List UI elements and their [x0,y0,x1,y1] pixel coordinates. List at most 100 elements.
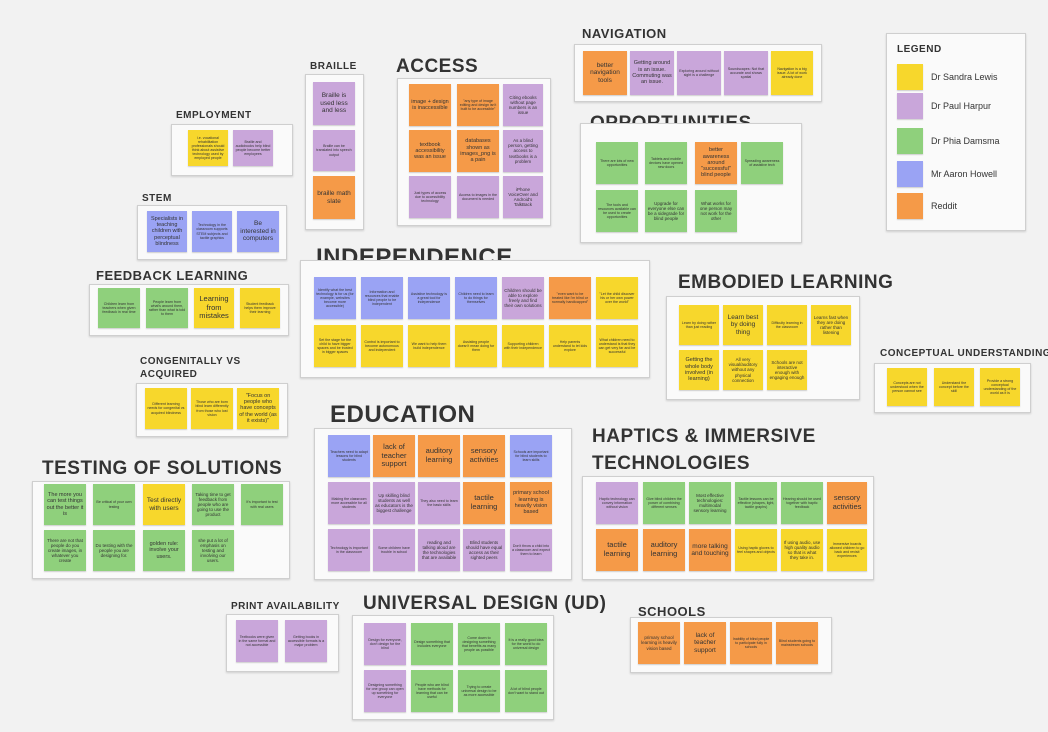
sticky-note: Teachers need to adapt lessons for blind… [328,435,370,477]
legend-item-phia: Dr Phia Damsma [897,128,1000,154]
sticky-note: There are not that people do you create … [44,530,86,571]
sticky-note: They also need to learn the basic skills [418,482,460,524]
sticky-note: lack of teacher support [684,622,726,664]
sticky-note: Soundscapes: Not that accurate and shows… [724,51,768,95]
sticky-note: golden rule: involve your users. [143,530,185,571]
sticky-note: As a blind person, getting access to tex… [503,130,543,172]
cluster-title-navigation: NAVIGATION [582,26,667,41]
legend-item-reddit: Reddit [897,193,957,219]
sticky-note: Children learn from teachers when given … [98,288,140,328]
sticky-note: All very visual/auditory without any phy… [723,350,763,390]
sticky-note: Braille and audiobooks help blind people… [233,130,273,166]
sticky-note: Learning from mistakes [194,288,234,328]
sticky-note: Navigation is a big issue. A lot of work… [771,51,813,95]
legend-swatch-yellow [897,64,923,90]
sticky-note: Understand the concept before the skill [934,368,974,406]
cluster-title-feedback: FEEDBACK LEARNING [96,268,249,283]
legend-title: LEGEND [897,44,942,55]
sticky-note: auditory learning [643,529,685,571]
cluster-title-embodied: EMBODIED LEARNING [678,272,894,293]
haptics-title-text: HAPTICS & IMMERSIVE TECHNOLOGIES [592,426,816,474]
cluster-title-haptics: HAPTICS & IMMERSIVE TECHNOLOGIES [592,423,842,477]
sticky-note: primary school learning is heavily visio… [638,622,680,664]
sticky-note: Student feedback helps them improve thei… [240,288,280,328]
sticky-note: Test directly with users [143,484,185,525]
sticky-note: iPhone VoiceOver and Android's TalkBack [503,176,543,218]
sticky-note: Give blind children the power of combini… [643,482,685,524]
sticky-note: Don't throw a child into a classroom and… [510,529,552,571]
sticky-note: Braille is used less and less [313,82,355,125]
sticky-note: databases shown as images_png is a pain [457,130,499,172]
legend-label: Dr Phia Damsma [931,136,1000,146]
sticky-note: Control is important to become autonomou… [361,325,403,367]
sticky-note: Set the stage for the child to have bigg… [314,325,356,367]
sticky-note: A lot of blind people don't want to stan… [505,670,547,712]
sticky-note: Textbooks were given in the same format … [236,620,278,662]
sticky-note: Information and resources that enable bl… [361,277,403,319]
sticky-note: Assistive technology is a great tool for… [408,277,450,319]
sticky-note: tactile learning [596,529,638,571]
sticky-note: The more you can test things out the bet… [44,484,86,525]
sticky-note: It's important to test with real users [241,484,283,525]
sticky-note: Upgrade for everyone else can be a sideg… [645,190,687,232]
legend-swatch-blue [897,161,923,187]
cluster-title-employment: EMPLOYMENT [176,110,252,121]
sticky-note: Specialists in teaching children with pe… [147,211,187,252]
legend-panel: LEGEND Dr Sandra Lewis Dr Paul Harpur Dr… [886,33,1026,231]
legend-swatch-green [897,128,923,154]
sticky-note: Getting around is an issue. Commuting wa… [630,51,674,95]
sticky-note: Most effective technologies: multimodal … [689,482,731,524]
sticky-note: Design something that includes everyone [411,623,453,665]
sticky-note: Identify what the best technology is for… [314,277,356,319]
sticky-note: Different learning needs for congenital … [145,388,187,429]
sticky-note: better navigation tools [583,51,627,95]
sticky-note: "Let the child discover his or her own p… [596,277,638,319]
sticky-note: Design for everyone, don't design for th… [364,623,406,665]
sticky-note: Supporting children with their independe… [502,325,544,367]
sticky-note: Help parents understand to let kids expl… [549,325,591,367]
sticky-note: tactile learning [463,482,505,524]
sticky-note: textbook accessibility was an issue [409,130,451,172]
sticky-note: Technology is important in the classroom [328,529,370,571]
sticky-note: Exploring around without sight is a chal… [677,51,721,95]
sticky-note: If using audio, use high quality audio s… [781,529,823,571]
sticky-note: Learns fast when they are doing rather t… [811,305,851,345]
sticky-note: People who are blind have methods for le… [411,670,453,712]
legend-label: Reddit [931,201,958,211]
cluster-title-testing: TESTING OF SOLUTIONS [42,458,283,479]
sticky-note: What children need to understand is that… [596,325,638,367]
sticky-note: Just types of access due to accessibilit… [409,176,451,218]
legend-swatch-orange [897,193,923,219]
sticky-note: Using haptic gloves to feel shapes and o… [735,529,777,571]
sticky-note: Some children have trouble in school [373,529,415,571]
sticky-note: Getting the whole body involved (in lear… [679,350,719,390]
sticky-note: Trying to create universal design to be … [458,670,500,712]
sticky-note: Difficulty learning in the classroom [767,305,807,345]
sticky-note: more talking and touching [689,529,731,571]
legend-label: Dr Paul Harpur [931,101,992,111]
legend-swatch-purple [897,93,923,119]
sticky-note: Braille can be translated into speech ou… [313,130,355,171]
sticky-note: Provide a strong conceptual understandin… [980,368,1020,406]
sticky-note: she put a lot of emphasis on testing and… [192,530,234,571]
sticky-note: Learn best by doing thing [723,305,763,345]
sticky-note: Tablets and mobile devices have opened n… [645,142,687,184]
sticky-note: Access to images in the document is need… [457,176,499,218]
legend-item-sandra: Dr Sandra Lewis [897,64,998,90]
sticky-note: People learn from what's around them, ra… [146,288,188,328]
sticky-note: Come down to designing something that be… [458,623,500,665]
cluster-title-access: ACCESS [396,56,479,77]
sticky-note: Children need to learn to do things for … [455,277,497,319]
cluster-title-print: PRINT AVAILABILITY [231,601,340,612]
sticky-note: Be critical of your own testing [93,484,135,525]
sticky-note: Taking time to get feedback from people … [192,484,234,525]
sticky-note: reading and talking aloud are the techno… [418,529,460,571]
cluster-title-braille: BRAILLE [310,61,357,72]
sticky-note: "any type of image editing and design is… [457,84,499,126]
sticky-note: Schools are not interactive enough with … [767,350,807,390]
sticky-note: Getting books in accessible formats is a… [285,620,327,662]
sticky-note: Citing ebooks without page numbers is an… [503,84,543,126]
sticky-note: Up skilling blind students as well as ed… [373,482,415,524]
legend-item-paul: Dr Paul Harpur [897,93,991,119]
sticky-note: Tactile lessons can be effective (shapes… [735,482,777,524]
